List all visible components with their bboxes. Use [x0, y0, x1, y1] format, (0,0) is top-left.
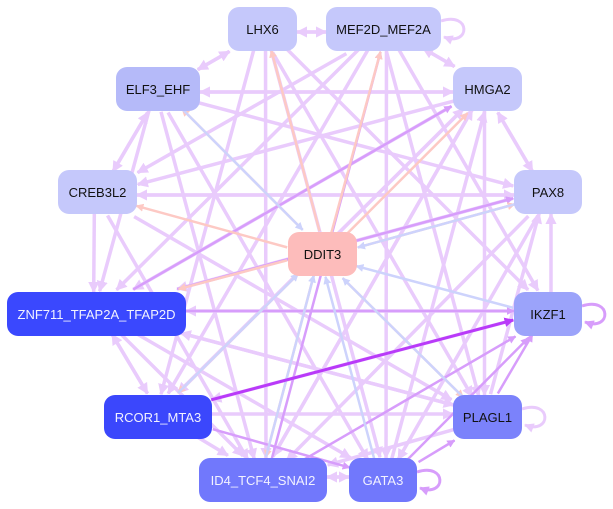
edge-znf711-to-hmga2 — [132, 105, 453, 291]
node-label: HMGA2 — [464, 81, 511, 97]
node-label: IKZF1 — [530, 306, 566, 322]
edge-pax8-to-ddit3 — [357, 203, 516, 250]
node-label: LHX6 — [246, 21, 279, 37]
node-pax8[interactable]: PAX8 — [514, 170, 582, 214]
node-label: PLAGL1 — [462, 409, 513, 425]
node-rcor1[interactable]: RCOR1_MTA3 — [104, 395, 212, 439]
edge-rcor1-to-gata3 — [212, 428, 351, 470]
node-ddit3[interactable]: DDIT3 — [288, 232, 357, 276]
node-plagl1[interactable]: PLAGL1 — [453, 395, 522, 439]
node-elf3[interactable]: ELF3_EHF — [116, 67, 200, 111]
node-label: RCOR1_MTA3 — [114, 409, 202, 425]
edge-ddit3-to-hmga2 — [345, 112, 469, 236]
edge-elf3-to-id4 — [159, 111, 257, 460]
node-label: ELF3_EHF — [125, 81, 191, 97]
node-label: ZNF711_TFAP2A_TFAP2D — [17, 306, 176, 322]
edge-hmga2-to-mef2d — [422, 46, 456, 69]
node-creb3l2[interactable]: CREB3L2 — [58, 170, 137, 214]
edge-gata3-to-ddit3 — [323, 276, 376, 460]
self-loop-gata3 — [416, 468, 442, 496]
edge-mef2d-to-znf711 — [115, 47, 361, 292]
node-znf711[interactable]: ZNF711_TFAP2A_TFAP2D — [7, 292, 186, 336]
edge-gata3-to-plagl1 — [417, 439, 456, 464]
node-label: CREB3L2 — [68, 184, 127, 200]
edge-mef2d-to-rcor1 — [166, 48, 370, 395]
edge-rcor1-to-znf711 — [110, 333, 149, 395]
edge-gata3-to-hmga2 — [390, 110, 488, 460]
node-label: DDIT3 — [303, 246, 342, 262]
self-loop-mef2d — [440, 17, 466, 45]
node-hmga2[interactable]: HMGA2 — [453, 67, 522, 111]
node-label: ID4_TCF4_SNAI2 — [210, 472, 316, 488]
edge-id4-to-hmga2 — [271, 108, 474, 458]
node-ikzf1[interactable]: IKZF1 — [514, 292, 582, 336]
edge-pax8-to-hmga2 — [496, 111, 534, 173]
edge-znf711-to-id4 — [119, 332, 245, 458]
edge-ddit3-to-znf711 — [177, 259, 288, 292]
node-label: MEF2D_MEF2A — [336, 21, 431, 37]
node-mef2d[interactable]: MEF2D_MEF2A — [326, 7, 441, 51]
edge-rcor1-to-ikzf1 — [210, 317, 515, 402]
edge-ikzf1-to-ddit3 — [355, 264, 514, 310]
node-gata3[interactable]: GATA3 — [349, 458, 417, 502]
edge-id4-to-ddit3 — [264, 274, 316, 458]
edge-creb3l2-to-elf3 — [111, 111, 150, 173]
edge-ddit3-to-mef2d — [330, 51, 383, 234]
edge-plagl1-to-ddit3 — [341, 277, 465, 399]
edge-rcor1-to-ddit3 — [177, 272, 300, 394]
edge-id4-to-ikzf1 — [301, 335, 517, 462]
edge-lhx6-to-ikzf1 — [285, 47, 530, 292]
edge-rcor1-to-id4 — [195, 434, 229, 457]
edge-elf3-to-ddit3 — [181, 107, 304, 231]
edge-creb3l2-to-znf711 — [88, 213, 100, 294]
edge-creb3l2-to-id4 — [106, 214, 250, 461]
edge-ddit3-to-lhx6 — [269, 49, 321, 232]
edge-pax8-to-gata3 — [396, 214, 540, 461]
edge-znf711-to-gata3 — [135, 331, 352, 460]
node-id4[interactable]: ID4_TCF4_SNAI2 — [199, 458, 327, 502]
self-loop-plagl1 — [521, 405, 547, 433]
edge-pax8-to-id4 — [285, 214, 530, 462]
self-loop-ikzf1 — [581, 302, 607, 330]
edge-plagl1-to-znf711 — [179, 330, 455, 407]
node-lhx6[interactable]: LHX6 — [228, 7, 297, 51]
node-label: GATA3 — [362, 472, 404, 488]
edge-lhx6-to-elf3 — [196, 49, 231, 72]
edge-ddit3-to-creb3l2 — [135, 203, 288, 249]
edge-mef2d-to-plagl1 — [384, 51, 482, 397]
node-label: PAX8 — [531, 184, 565, 200]
edge-creb3l2-to-plagl1 — [133, 215, 453, 402]
edge-elf3-to-gata3 — [166, 111, 370, 461]
